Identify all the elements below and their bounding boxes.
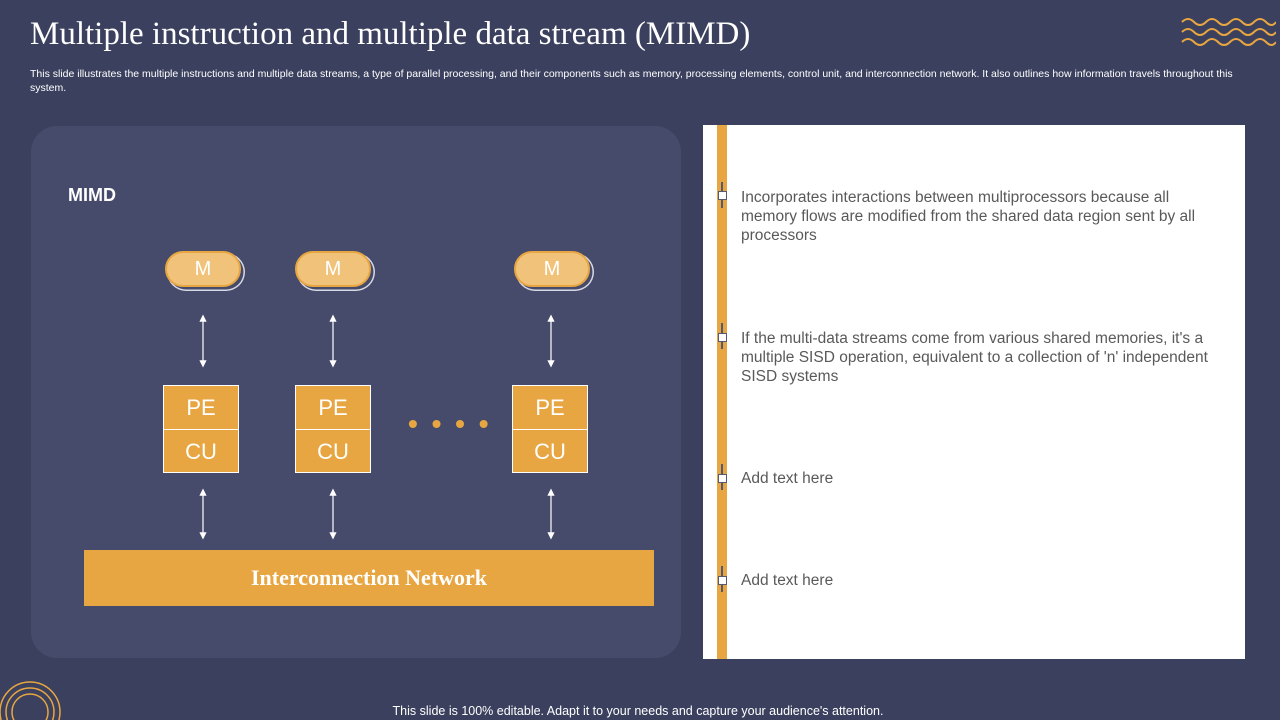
point-text-4: Add text here [741,572,834,589]
pe-cell: PE [164,386,238,430]
memory-node: M [165,251,241,287]
point-text-3: Add text here [741,470,834,487]
pe-cu-block: PE CU [163,385,239,473]
cu-cell: CU [534,439,566,464]
timeline-marker [718,333,727,342]
concentric-circles-icon [0,681,61,720]
timeline-bar [717,125,727,659]
slide-description: This slide illustrates the multiple inst… [30,68,1233,94]
points-panel [703,125,1245,659]
diagram-label: MIMD [68,185,116,205]
slide-title: Multiple instruction and multiple data s… [30,16,751,52]
timeline-marker [718,191,727,200]
timeline-marker [718,474,727,483]
memory-node: M [514,251,590,287]
wave-decoration-icon [1181,18,1276,46]
cu-cell: CU [185,439,217,464]
point-text-2: If the multi-data streams come from vari… [741,330,1208,385]
ellipsis-dots: • • • • [408,408,492,439]
memory-node: M [295,251,371,287]
pe-cell: PE [513,386,587,430]
point-text-1: Incorporates interactions between multip… [741,189,1196,244]
pe-cu-block: PE CU [295,385,371,473]
footer-note: This slide is 100% editable. Adapt it to… [392,704,884,718]
interconnection-network-bar: Interconnection Network [84,550,654,606]
pe-cell: PE [296,386,370,430]
timeline-marker [718,576,727,585]
pe-cu-block: PE CU [512,385,588,473]
cu-cell: CU [317,439,349,464]
